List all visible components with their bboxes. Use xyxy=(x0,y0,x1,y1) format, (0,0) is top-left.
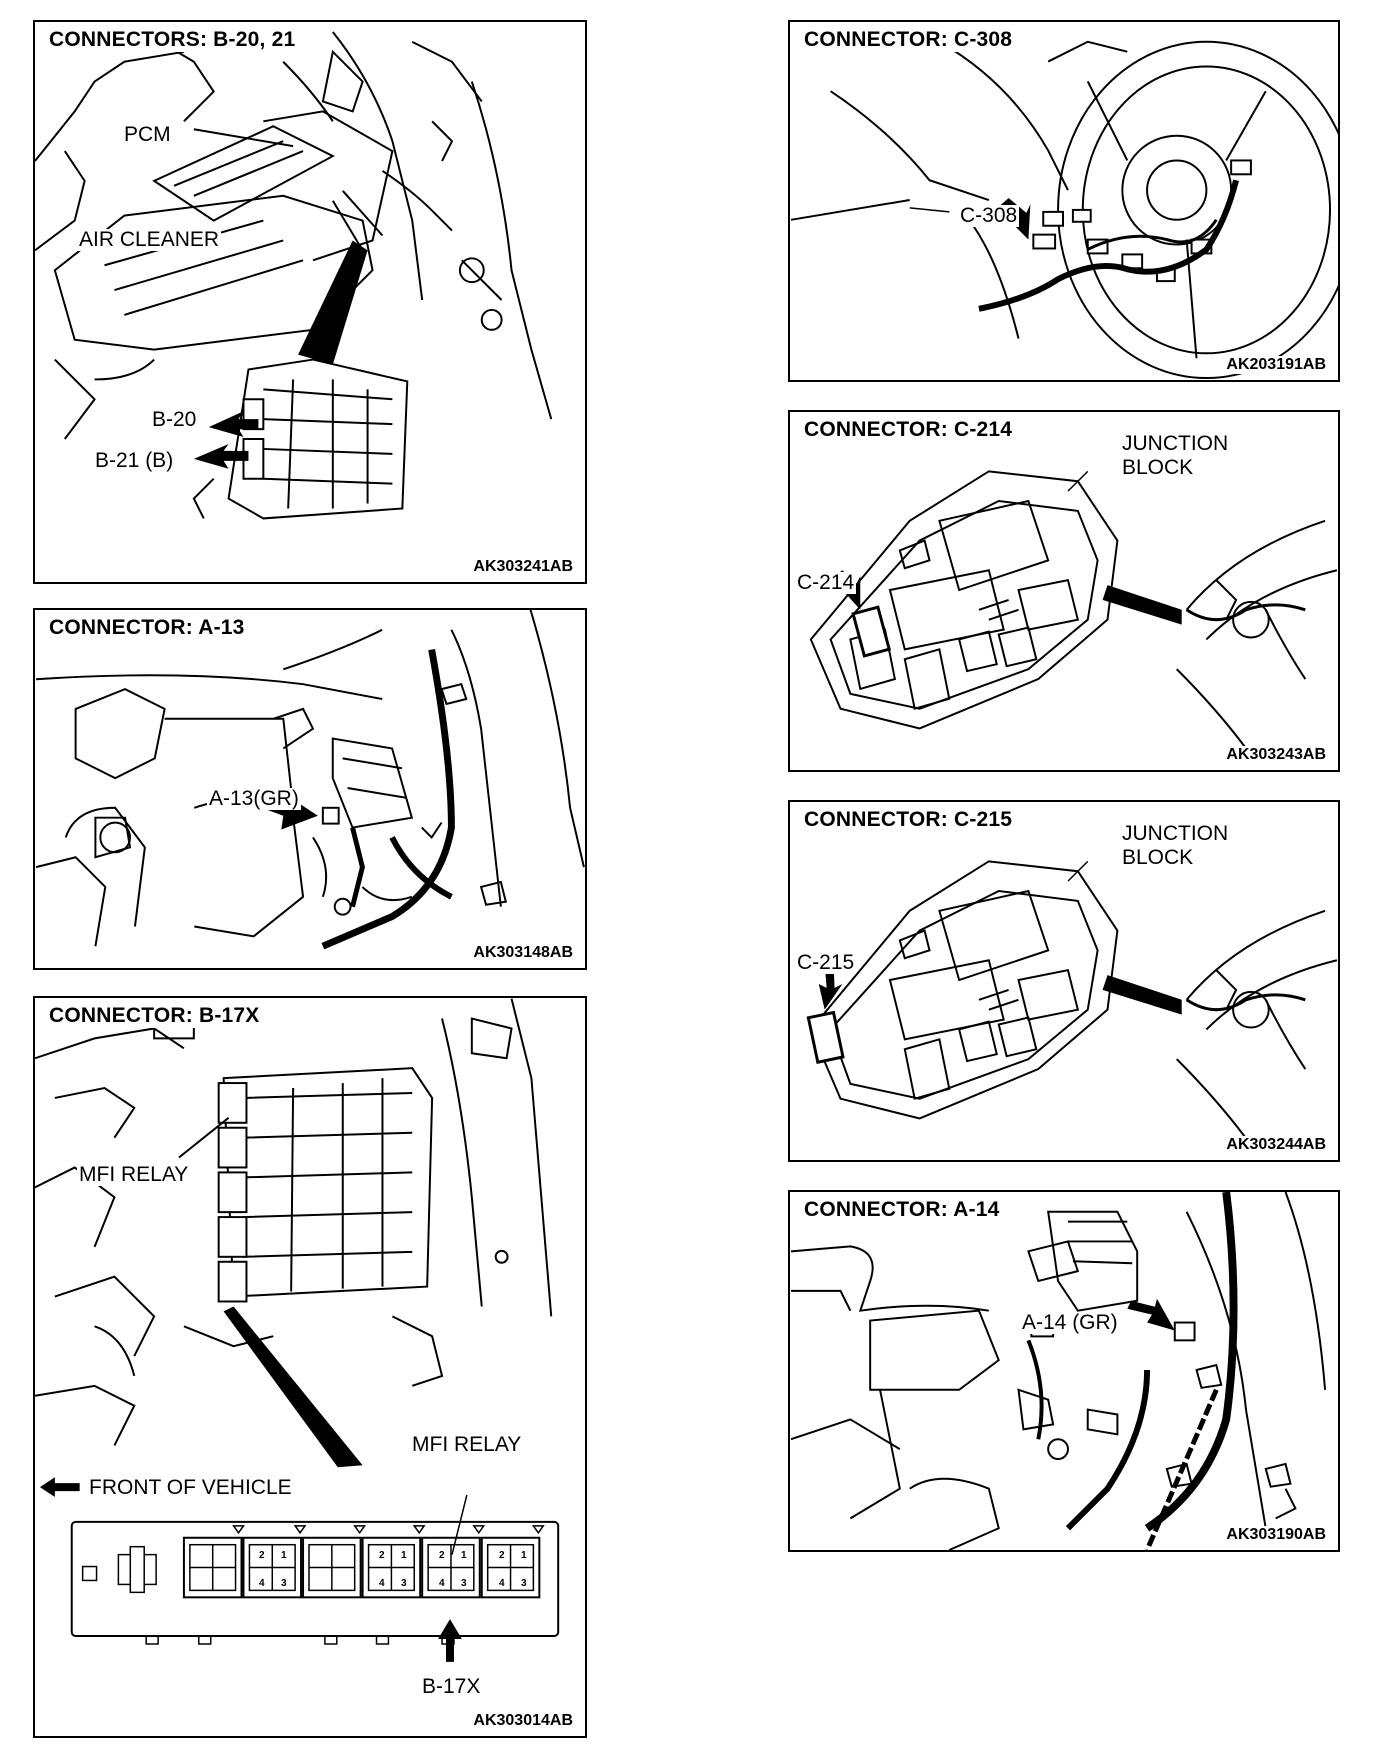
figure-code: AK303244AB xyxy=(1224,1136,1328,1154)
pin-number: 1 xyxy=(281,1550,287,1561)
pin-number: 2 xyxy=(379,1550,385,1561)
pin-number: 4 xyxy=(499,1578,505,1589)
figure-code: AK203191AB xyxy=(1224,356,1328,374)
panel-title: CONNECTOR: B-17X xyxy=(45,1004,264,1028)
pin-number: 2 xyxy=(439,1550,445,1561)
b20-illustration xyxy=(35,31,553,520)
panel-title: CONNECTOR: C-308 xyxy=(800,28,1017,52)
b17x-label: B-17X xyxy=(420,1675,483,1698)
panel-title: CONNECTORS: B-20, 21 xyxy=(45,28,300,52)
panel-connector-a13: CONNECTOR: A-13 A-13(GR) AK303148AB xyxy=(33,608,587,970)
c214-illustration xyxy=(809,470,1338,749)
panel-connector-b17x: CONNECTOR: B-17X MFI RELAY MFI RELAY FRO… xyxy=(33,996,587,1738)
figure-code: AK303148AB xyxy=(471,944,575,962)
figure-code: AK303243AB xyxy=(1224,746,1328,764)
pin-number: 2 xyxy=(499,1550,505,1561)
a14-illustration xyxy=(790,1192,1327,1550)
pin-number: 3 xyxy=(401,1578,407,1589)
c215-illustration xyxy=(806,860,1338,1139)
c215-label: C-215 xyxy=(795,951,857,974)
figure-code: AK303014AB xyxy=(471,1712,575,1730)
pin-number: 3 xyxy=(281,1578,287,1589)
junction-block-label: JUNCTION BLOCK xyxy=(1120,822,1254,870)
mfi-relay-label-top: MFI RELAY xyxy=(77,1163,191,1186)
pin-number: 3 xyxy=(521,1578,527,1589)
front-of-vehicle-label: FRONT OF VEHICLE xyxy=(87,1476,294,1499)
b17x-illustration xyxy=(35,998,560,1662)
figure-code: AK303190AB xyxy=(1224,1526,1328,1544)
panel-title: CONNECTOR: C-214 xyxy=(800,418,1017,442)
panel-title: CONNECTOR: A-13 xyxy=(45,616,249,640)
b21-label: B-21 (B) xyxy=(93,449,176,472)
figure-code: AK303241AB xyxy=(471,558,575,576)
pin-number: 1 xyxy=(401,1550,407,1561)
a13-label: A-13(GR) xyxy=(207,787,301,810)
pin-number: 4 xyxy=(439,1578,445,1589)
a13-illustration xyxy=(35,610,585,950)
panel-connectors-b20-b21: CONNECTORS: B-20, 21 PCM AIR CLEANER B-2… xyxy=(33,20,587,584)
pcm-label: PCM xyxy=(122,123,173,146)
pin-number: 2 xyxy=(259,1550,265,1561)
panel-title: CONNECTOR: C-215 xyxy=(800,808,1017,832)
pin-number: 4 xyxy=(259,1578,265,1589)
panel-connector-a14: CONNECTOR: A-14 A-14 (GR) AK303190AB xyxy=(788,1190,1340,1552)
pin-number: 3 xyxy=(461,1578,467,1589)
c214-label: C-214 xyxy=(795,571,857,594)
junction-block-label: JUNCTION BLOCK xyxy=(1120,432,1254,480)
panel-title: CONNECTOR: A-14 xyxy=(800,1198,1004,1222)
air-cleaner-label: AIR CLEANER xyxy=(77,228,222,251)
panel-connector-c215: CONNECTOR: C-215 JUNCTION BLOCK C-215 AK… xyxy=(788,800,1340,1162)
a14-label: A-14 (GR) xyxy=(1020,1311,1120,1334)
pin-number: 1 xyxy=(461,1550,467,1561)
c308-illustration xyxy=(790,40,1338,379)
pin-number: 1 xyxy=(521,1550,527,1561)
pin-number: 4 xyxy=(379,1578,385,1589)
panel-connector-c308: CONNECTOR: C-308 C-308 AK203191AB xyxy=(788,20,1340,382)
panel-connector-c214: CONNECTOR: C-214 JUNCTION BLOCK C-214 AK… xyxy=(788,410,1340,772)
c308-label: C-308 xyxy=(958,204,1020,227)
mfi-relay-label-bottom: MFI RELAY xyxy=(410,1433,524,1456)
b20-label: B-20 xyxy=(150,408,199,431)
